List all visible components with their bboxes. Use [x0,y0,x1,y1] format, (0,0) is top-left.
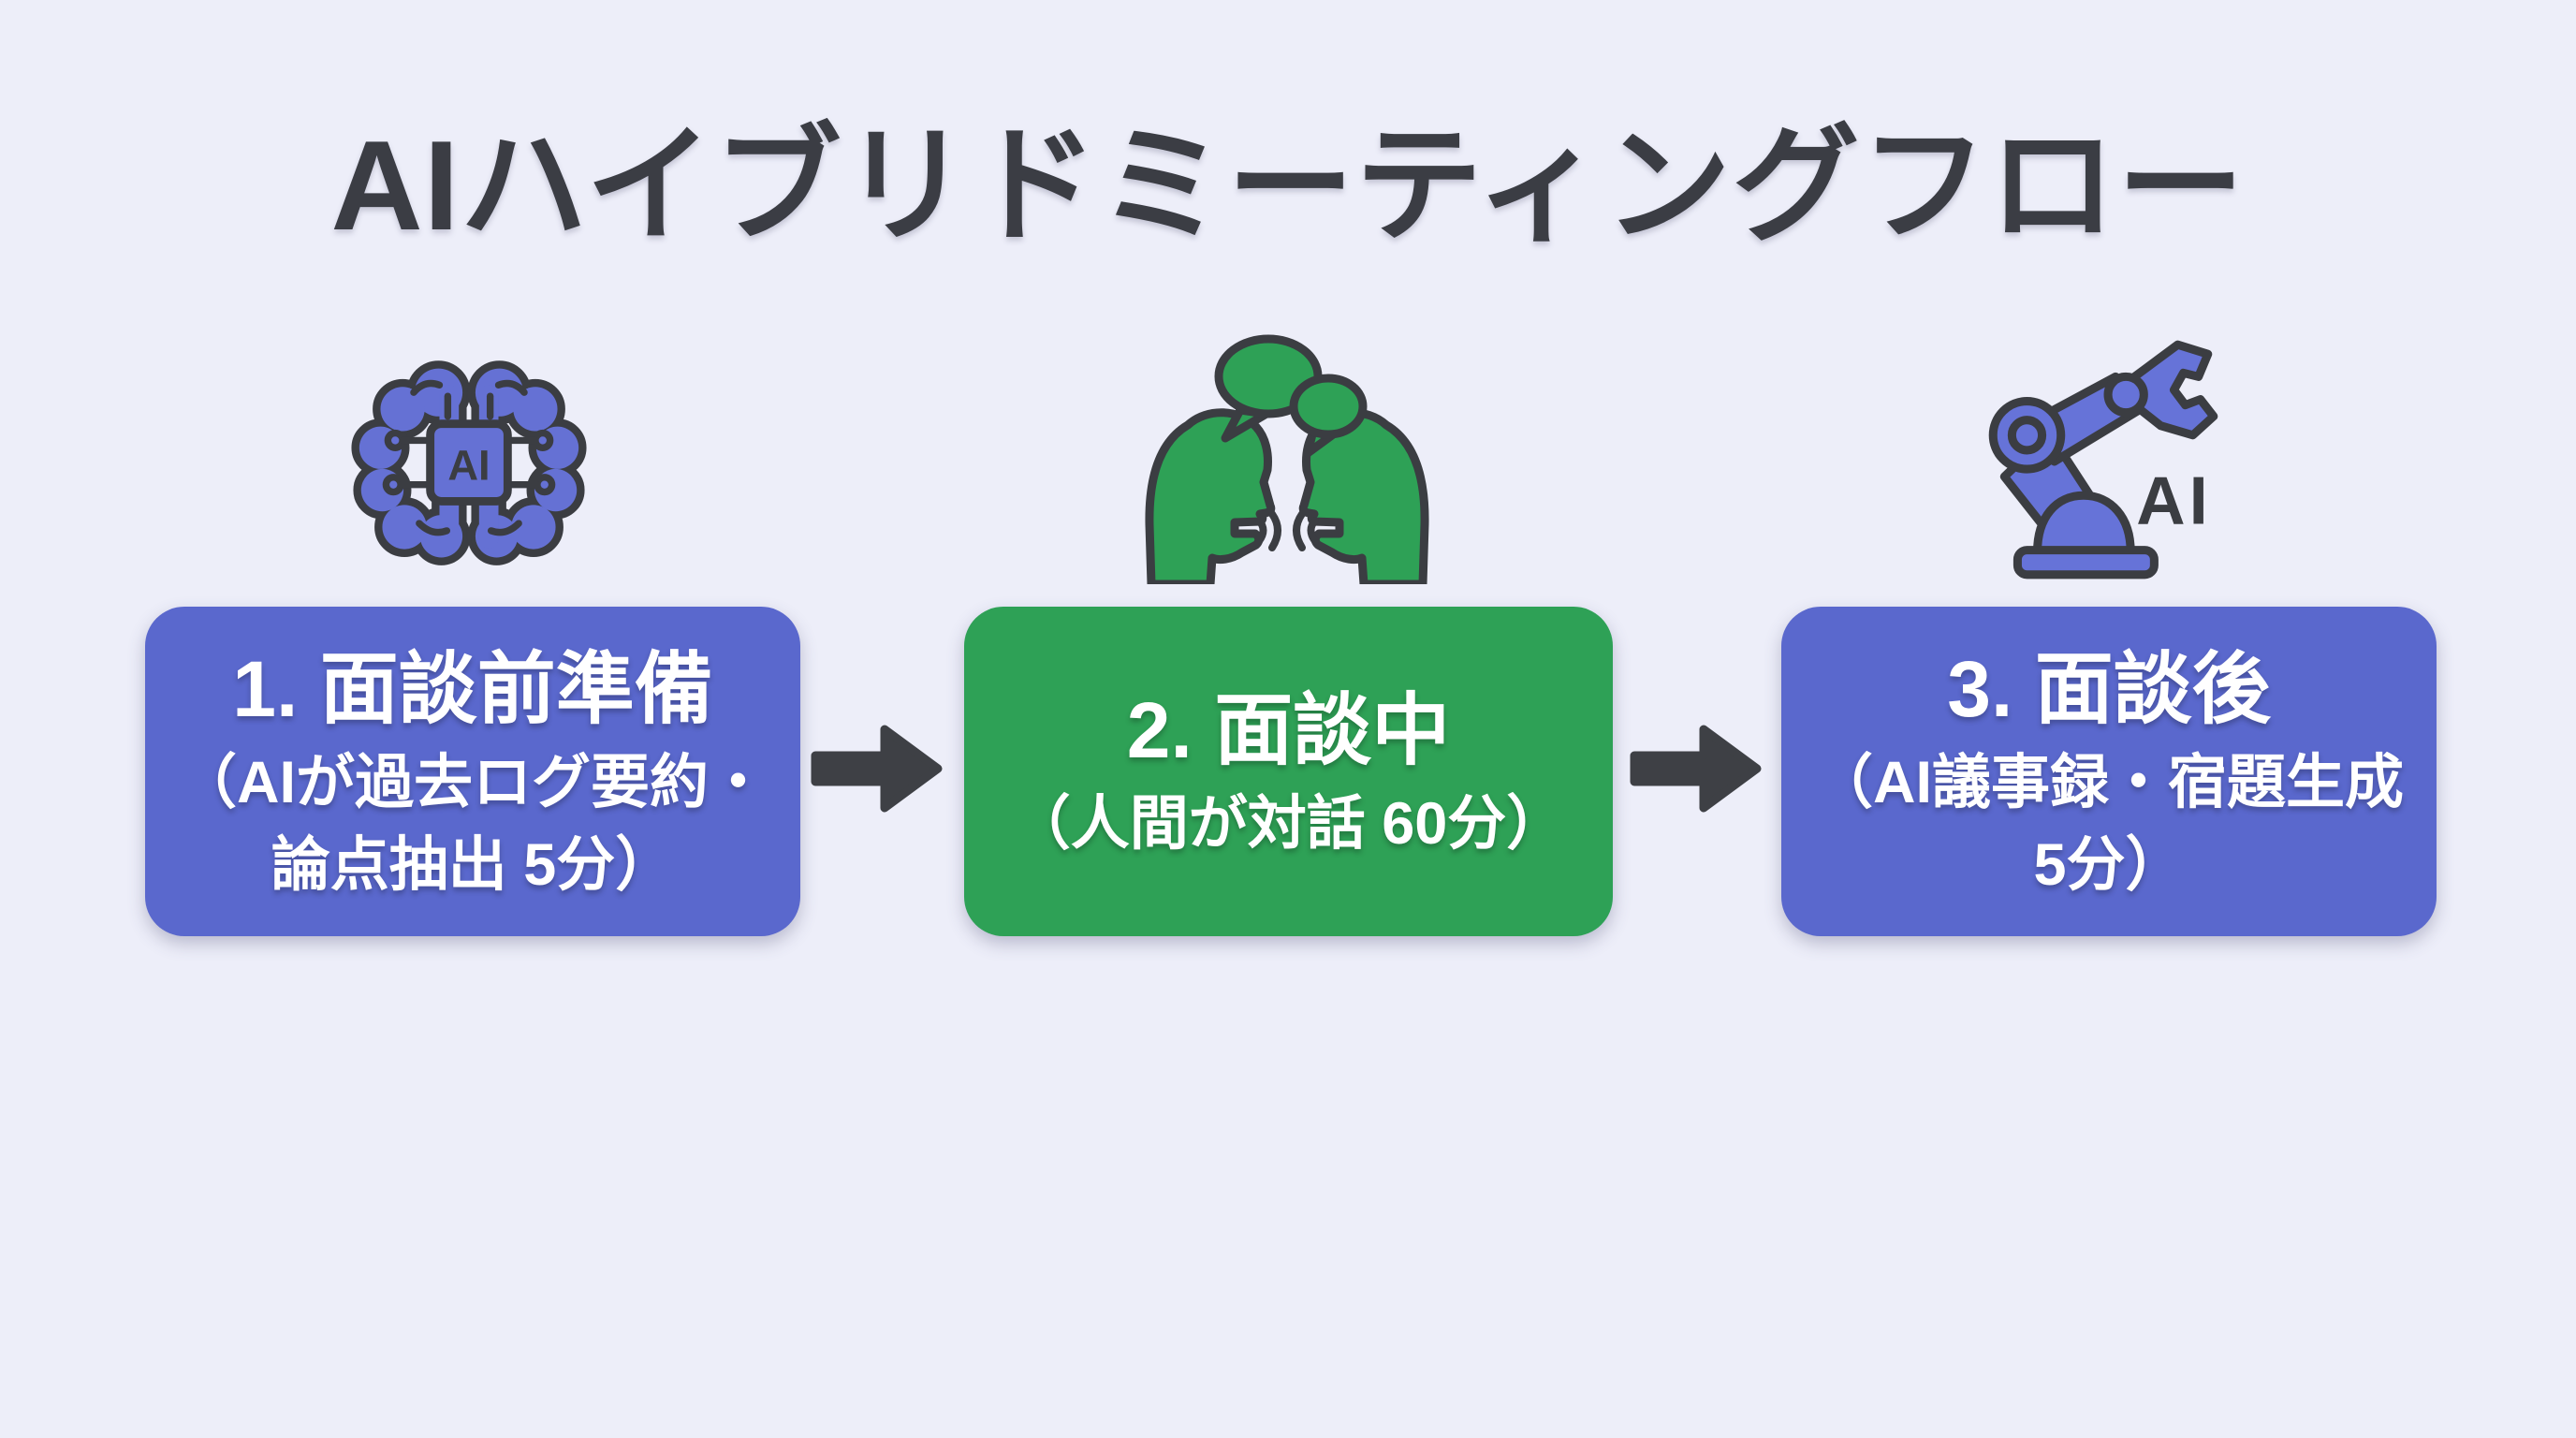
robot-elbow-joint [2103,372,2148,418]
robot-base-plate [2012,546,2159,580]
speech-bubbles [1214,334,1368,458]
step-detail-line: 論点抽出 5分） [271,832,675,898]
robot-base-dome [2033,491,2135,557]
speech-waves [1255,510,1319,551]
people-talking-icon [1145,334,1429,584]
step-box-pre-meeting: 1. 面談前準備 （AIが過去ログ要約・ 論点抽出 5分） [145,607,800,936]
robot-arm-ai-icon: AI [1988,340,2218,580]
right-head [1298,408,1429,584]
robot-gripper [2122,340,2218,440]
flow-arrow-2-icon [1630,725,1762,813]
step-detail-line: 5分） [2033,832,2185,898]
step-box-during-meeting: 2. 面談中 （人間が対話 60分） [964,607,1613,936]
brain-circuit-left [382,379,452,536]
ai-chip [426,419,512,506]
flow-arrow-1-icon [811,725,943,813]
step-detail-line: （AI議事録・宿題生成 [1814,750,2404,815]
step-heading: 3. 面談後 [1947,645,2271,733]
robot-ai-label: AI [2136,462,2212,538]
step-box-post-meeting: 3. 面談後 （AI議事録・宿題生成 5分） [1781,607,2437,936]
robot-shoulder-hub [2007,416,2047,455]
ai-chip-label: AI [447,442,490,490]
step-heading: 1. 面談前準備 [232,645,713,733]
left-head [1145,408,1276,584]
step-detail-line: （人間が対話 60分） [1011,791,1566,857]
step-heading: 2. 面談中 [1126,686,1451,774]
step-detail-line: （AIが過去ログ要約・ [178,750,768,815]
brain-circuit-right [486,379,556,536]
page-title: AIハイブリドミーティングフロー [330,114,2246,257]
ai-brain-chip-icon: AI [351,360,587,565]
